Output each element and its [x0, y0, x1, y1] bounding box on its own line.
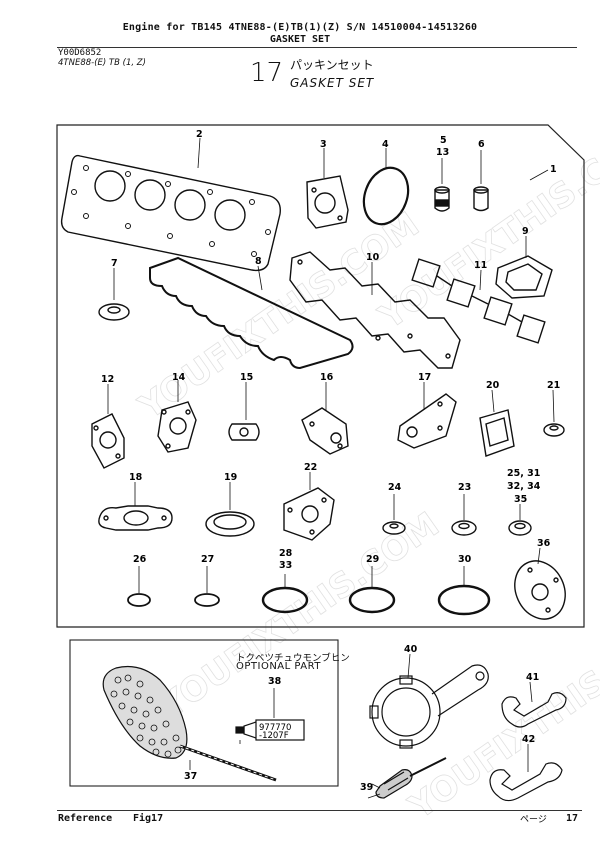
- gasket-9: [495, 255, 553, 299]
- tube-label-line1: 977770: [259, 723, 291, 733]
- cap-6: [473, 186, 489, 212]
- callout-label: 40: [404, 644, 418, 655]
- callout-label: 30: [458, 554, 472, 565]
- callout-label: 2: [196, 129, 203, 140]
- o-ring-26: [127, 593, 151, 607]
- callout-label: 5: [440, 135, 447, 146]
- callout-label: 7: [111, 258, 118, 269]
- callout-label: 23: [458, 482, 471, 493]
- gasket-16: [301, 407, 349, 455]
- callout-label: 17: [418, 372, 431, 383]
- callout-label: 11: [474, 260, 487, 271]
- washer-25: [508, 520, 532, 536]
- main-frame: [56, 124, 585, 628]
- o-ring-4: [362, 166, 410, 226]
- gasket-36: [514, 560, 566, 620]
- watermark-text: YOUFIXTHIS.COM: [151, 505, 446, 728]
- gasket-14: [157, 401, 197, 453]
- footer-fig: Fig17: [133, 813, 164, 824]
- cylinder-hone-brush: [102, 665, 277, 782]
- o-ring-30: [437, 584, 491, 616]
- callout-label: 3: [320, 139, 327, 150]
- callout-label: 15: [240, 372, 253, 383]
- figure-number: 17: [250, 58, 284, 88]
- model-label: 4TNE88-(E) TB (1, Z): [58, 58, 146, 68]
- callout-label: 16: [320, 372, 334, 383]
- o-ring-27: [194, 593, 220, 607]
- callout-label: 21: [547, 380, 560, 391]
- gasket-17: [397, 393, 457, 449]
- gasket-3: [306, 175, 349, 229]
- optional-label-jp: トクベツチュウモンブヒン: [236, 653, 350, 664]
- head-gasket-part: [60, 154, 281, 272]
- callout-label: 27: [201, 554, 214, 565]
- callout-label: 6: [478, 139, 485, 150]
- callout-label: 14: [172, 372, 186, 383]
- callout-label: 38: [268, 676, 282, 687]
- callout-label: 10: [366, 252, 380, 263]
- spanner-41: [501, 692, 567, 728]
- callout-label: 13: [436, 147, 449, 158]
- manifold-gasket-11: [411, 258, 546, 344]
- screwdriver-39: [375, 757, 447, 799]
- callout-label: 26: [133, 554, 147, 565]
- page-title: Engine for TB145 4TNE88-(E)TB(1)(Z) S/N …: [122, 22, 478, 33]
- callout-label: 33: [279, 560, 292, 571]
- callout-label: 19: [224, 472, 237, 483]
- optional-parts-box: [69, 639, 339, 787]
- gasket-12: [91, 413, 125, 469]
- tube-label-line2: -1207F: [259, 731, 289, 741]
- header-divider: [57, 47, 577, 48]
- spanner-42: [489, 762, 563, 802]
- sealant-tube: [235, 719, 305, 741]
- page-subtitle: GASKET SET: [269, 34, 331, 45]
- ring-wrench-tool: [369, 664, 489, 749]
- ring-19: [205, 511, 255, 537]
- washer-21: [543, 423, 565, 437]
- figure-title-en: GASKET SET: [290, 76, 375, 90]
- callout-label: 12: [101, 374, 114, 385]
- callout-label: 4: [382, 139, 389, 150]
- valve-seal-5: [434, 186, 450, 212]
- watermark-text: YOUFIXTHIS.COM: [401, 605, 600, 828]
- callout-label: 25, 31: [507, 468, 540, 479]
- callout-label: 36: [537, 538, 551, 549]
- callout-label: 35: [514, 494, 527, 505]
- document-code: Y00D6852: [58, 48, 102, 58]
- footer-page-number: 17: [566, 813, 579, 824]
- callout-label: 29: [366, 554, 379, 565]
- washer-7: [98, 303, 130, 321]
- callout-label: 41: [526, 672, 539, 683]
- callout-label: 20: [486, 380, 500, 391]
- washer-24: [382, 521, 406, 535]
- callout-label: 37: [184, 771, 197, 782]
- cover-gasket-8: [149, 256, 354, 370]
- optional-label-en: OPTIONAL PART: [236, 661, 321, 672]
- callout-label: 32, 34: [507, 481, 541, 492]
- callout-label: 1: [550, 164, 557, 175]
- callout-label: 39: [360, 782, 373, 793]
- callout-label: 22: [304, 462, 317, 473]
- callout-labels: 1 2 3 4 5 13 6 7 8 9 10 11 12 14 15 16 1…: [101, 129, 560, 793]
- callout-label: 28: [279, 548, 293, 559]
- callout-label: 8: [255, 256, 262, 267]
- callout-label: 9: [522, 226, 529, 237]
- callout-label: 42: [522, 734, 535, 745]
- callout-label: 18: [129, 472, 143, 483]
- gasket-18: [98, 505, 173, 531]
- gasket-20: [479, 409, 515, 457]
- figure-title-jp: パッキンセット: [290, 58, 374, 72]
- washer-23: [451, 520, 477, 536]
- gasket-15: [228, 423, 260, 441]
- gasket-22: [283, 487, 335, 541]
- footer-page-label: ページ: [520, 815, 547, 825]
- footer-reference: Reference: [58, 813, 113, 824]
- footer-divider: [57, 810, 582, 811]
- manifold-gasket-10: [289, 251, 461, 369]
- callout-label: 24: [388, 482, 402, 493]
